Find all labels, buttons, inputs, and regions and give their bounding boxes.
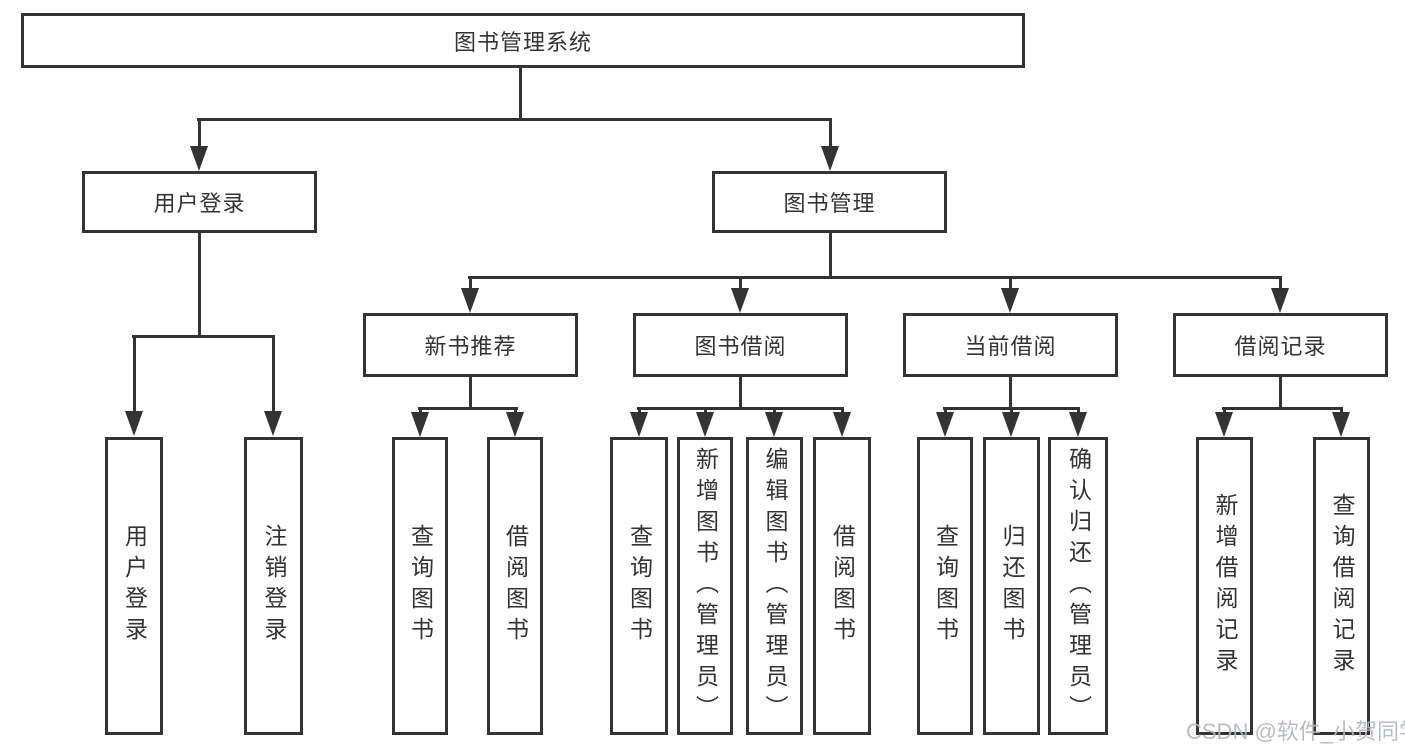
leaf-label: 归还图书 (999, 524, 1025, 648)
connector-vline (773, 407, 776, 415)
leaf-label: 查询图书 (407, 524, 434, 648)
connector-hline (197, 118, 832, 121)
arrow-down-icon (833, 412, 851, 437)
node-label: 新书推荐 (424, 334, 517, 359)
leaf-label: 注销登录 (261, 524, 287, 648)
connector-hline (1222, 407, 1343, 410)
connector-vline (1279, 276, 1282, 290)
connector-vline (829, 233, 832, 278)
connector-vline (1223, 407, 1226, 415)
leaf-add-borrow-record: 新增借阅记录 (1196, 437, 1253, 735)
arrow-down-icon (411, 412, 429, 437)
leaf-label: 查询图书 (932, 524, 959, 648)
connector-vline (638, 407, 641, 415)
leaf-label: 查询借阅记录 (1329, 493, 1355, 679)
leaf-user-login: 用户登录 (105, 437, 163, 735)
connector-vline (739, 276, 742, 290)
leaf-query-books-recommend: 查询图书 (392, 437, 448, 735)
leaf-label: 用户登录 (121, 524, 148, 648)
arrow-down-icon (821, 146, 839, 171)
connector-vline (1009, 377, 1012, 407)
arrow-down-icon (1069, 412, 1087, 437)
arrow-down-icon (1002, 412, 1020, 437)
leaf-label: 借阅图书 (502, 524, 529, 648)
arrow-down-icon (125, 411, 143, 436)
leaf-borrow-books-borrowing: 借阅图书 (813, 437, 871, 735)
leaf-query-books-borrowing: 查询图书 (610, 437, 668, 735)
node-library-management-system: 图书管理系统 (21, 13, 1025, 68)
connector-hline (418, 407, 518, 410)
connector-vline (829, 118, 832, 149)
node-label: 借阅记录 (1234, 334, 1327, 359)
arrow-down-icon (461, 288, 479, 313)
connector-hline (132, 335, 275, 338)
arrow-down-icon (1332, 412, 1350, 437)
node-label: 当前借阅 (964, 334, 1057, 359)
arrow-down-icon (1215, 412, 1233, 437)
arrow-down-icon (936, 412, 954, 437)
leaf-query-borrow-record: 查询借阅记录 (1313, 437, 1370, 735)
leaf-borrow-books-recommend: 借阅图书 (487, 437, 543, 735)
node-book-borrowing: 图书借阅 (633, 313, 848, 377)
arrow-down-icon (765, 412, 783, 437)
connector-vline (1279, 377, 1282, 407)
connector-vline (272, 335, 275, 413)
connector-hline (468, 276, 1282, 279)
node-label: 用户登录 (153, 191, 246, 216)
connector-vline (1009, 276, 1012, 290)
connector-vline (198, 118, 201, 149)
node-borrowing-records: 借阅记录 (1173, 313, 1388, 377)
leaf-label: 确认归还（管理员） (1065, 446, 1092, 726)
leaf-confirm-return-admin: 确认归还（管理员） (1048, 437, 1108, 735)
connector-vline (519, 68, 522, 120)
leaf-label: 编辑图书（管理员） (762, 446, 788, 726)
leaf-query-books-current: 查询图书 (917, 437, 973, 735)
node-label: 图书借阅 (694, 334, 787, 359)
node-label: 图书管理系统 (453, 29, 592, 55)
connector-vline (1010, 407, 1013, 415)
connector-vline (944, 407, 947, 415)
node-user-login: 用户登录 (82, 171, 317, 233)
leaf-add-book-admin: 新增图书（管理员） (677, 437, 733, 735)
arrow-down-icon (630, 412, 648, 437)
csdn-watermark: CSDN @软件_小贺同学 (1186, 719, 1405, 744)
connector-vline (1077, 407, 1080, 415)
arrow-down-icon (1271, 288, 1289, 313)
arrow-down-icon (696, 412, 714, 437)
node-label: 图书管理 (783, 191, 876, 216)
connector-vline (469, 377, 472, 407)
leaf-label: 借阅图书 (829, 524, 856, 648)
node-new-book-recommend: 新书推荐 (363, 313, 578, 377)
connector-vline (739, 377, 742, 407)
arrow-down-icon (264, 411, 282, 436)
connector-hline (637, 407, 844, 410)
connector-vline (133, 335, 136, 413)
leaf-edit-book-admin: 编辑图书（管理员） (746, 437, 803, 735)
leaf-label: 新增借阅记录 (1212, 493, 1238, 679)
arrow-down-icon (506, 412, 524, 437)
connector-vline (841, 407, 844, 415)
arrow-down-icon (1001, 288, 1019, 313)
connector-vline (469, 276, 472, 290)
connector-vline (1340, 407, 1343, 415)
connector-vline (704, 407, 707, 415)
leaf-logout: 注销登录 (244, 437, 303, 735)
node-book-management: 图书管理 (712, 171, 947, 233)
connector-vline (419, 407, 422, 415)
arrow-down-icon (190, 146, 208, 171)
leaf-return-book: 归还图书 (983, 437, 1040, 735)
node-current-borrowing: 当前借阅 (903, 313, 1118, 377)
connector-vline (198, 233, 201, 335)
leaf-label: 新增图书（管理员） (692, 446, 719, 726)
arrow-down-icon (731, 288, 749, 313)
leaf-label: 查询图书 (626, 524, 653, 648)
connector-vline (514, 407, 517, 415)
